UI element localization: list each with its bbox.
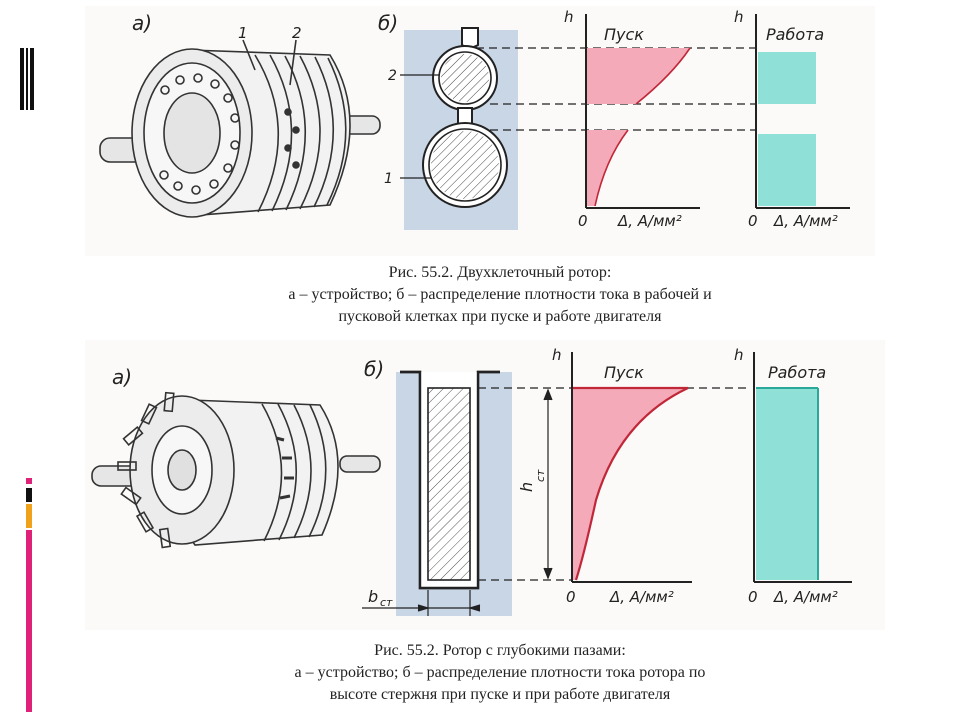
fig1-work-lower-bar [758, 134, 816, 206]
fig2-work-chart [753, 352, 852, 583]
fig1-num-1: 1 [238, 24, 248, 42]
fig1-label-b: б) [378, 11, 398, 35]
fig2-work-zero: 0 [748, 588, 758, 606]
fig2-start-chart [571, 352, 692, 583]
fig1-work-axis: Δ, А/мм² [773, 212, 838, 230]
fig2-dim-h [543, 388, 553, 580]
fig2-label-b: б) [364, 357, 384, 381]
fig1-work-zero: 0 [748, 212, 758, 230]
fig2-start-axis: Δ, А/мм² [609, 588, 674, 606]
fig1-start-title: Пуск [604, 25, 644, 44]
fig1-start-upper-area [586, 48, 690, 104]
fig1-start-zero: 0 [578, 212, 588, 230]
fig1-work-title: Работа [766, 25, 824, 44]
slide-accent-magenta [26, 478, 32, 484]
fig2-bar [427, 387, 471, 581]
fig1-work-upper-bar [758, 52, 816, 104]
fig2-h-ct: h [517, 482, 536, 492]
fig1-caption-line2: а – устройство; б – распределение плотно… [288, 286, 712, 303]
fig1-start-lower-area [586, 130, 628, 206]
fig2-dim-b [362, 590, 481, 616]
fig2-work-bar [756, 388, 818, 580]
fig2-work-h: h [734, 346, 744, 364]
fig1-label-a: а) [132, 11, 152, 35]
fig2-start-area [572, 388, 688, 580]
slide-accent-black [26, 488, 32, 502]
fig1-start-h: h [564, 8, 574, 26]
slide-marker-top [20, 48, 34, 110]
fig1-start-axis: Δ, А/мм² [617, 212, 682, 230]
figure1-diagram: а) 1 2 б) 2 1 h Пуск 0 Δ, А/мм² [99, 8, 850, 230]
fig1-work-chart [755, 14, 850, 209]
fig2-start-zero: 0 [566, 588, 576, 606]
slide-accent-orange [26, 504, 32, 528]
fig1-caption-line3: пусковой клетках при пуске и работе двиг… [338, 308, 662, 325]
fig2-start-title: Пуск [604, 363, 644, 382]
fig2-b-ct-sub: ст [380, 596, 393, 609]
fig1-start-chart [585, 14, 700, 209]
fig2-label-a: а) [112, 365, 132, 389]
fig2-start-h: h [552, 346, 562, 364]
figure1-caption: Рис. 55.2. Двухклеточный ротор: а – устр… [230, 262, 770, 328]
figure2-caption: Рис. 55.2. Ротор с глубокими пазами: а –… [230, 640, 770, 706]
figure2-diagram: а) б) h ст b ст h Пуск 0 Δ, [91, 346, 852, 616]
fig1-slot-num-1: 1 [384, 171, 393, 187]
fig2-work-axis: Δ, А/мм² [773, 588, 838, 606]
fig2-b-ct: b [368, 587, 378, 606]
fig1-slot-num-2: 2 [388, 68, 397, 84]
fig1-num-2: 2 [292, 24, 302, 42]
fig2-caption-line1: Рис. 55.2. Ротор с глубокими пазами: [374, 642, 626, 659]
fig1-work-h: h [734, 8, 744, 26]
fig2-caption-line3: высоте стержня при пуске и при работе дв… [329, 686, 671, 703]
fig2-caption-line2: а – устройство; б – распределение плотно… [294, 664, 706, 681]
deep-slot-rotor-drawing [91, 391, 381, 549]
double-cage-rotor-drawing [99, 39, 381, 218]
fig1-caption-line1: Рис. 55.2. Двухклеточный ротор: [388, 264, 612, 281]
slide-accent-magenta-bar [26, 530, 32, 712]
fig2-work-title: Работа [768, 363, 826, 382]
fig2-h-ct-sub: ст [534, 469, 547, 482]
